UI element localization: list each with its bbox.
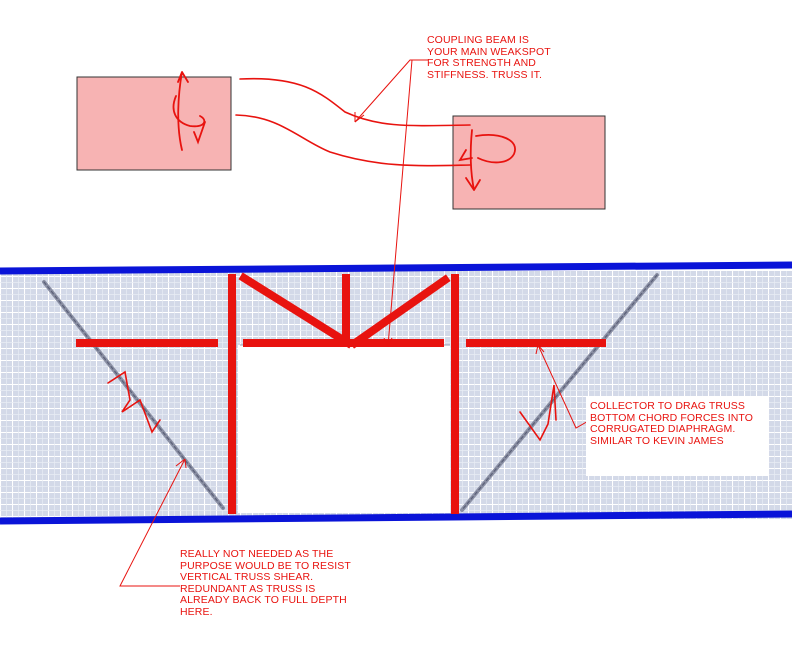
wall-pier-left xyxy=(76,76,232,171)
coupling-beam-note: COUPLING BEAM IS YOUR MAIN WEAKSPOT FOR … xyxy=(427,34,551,81)
collector-note: COLLECTOR TO DRAG TRUSS BOTTOM CHORD FOR… xyxy=(590,400,754,447)
brace-squiggles xyxy=(107,370,557,442)
coupling-beam-sketch xyxy=(235,77,471,167)
rotation-marks xyxy=(172,71,516,191)
redundant-brace-note: REALLY NOT NEEDED AS THE PURPOSE WOULD B… xyxy=(180,548,351,618)
wall-pier-right xyxy=(452,115,606,210)
coupling-truss xyxy=(76,272,606,514)
leader-lines xyxy=(119,59,591,587)
diaphragm-opening xyxy=(238,345,450,513)
collector-note-background xyxy=(586,396,769,476)
